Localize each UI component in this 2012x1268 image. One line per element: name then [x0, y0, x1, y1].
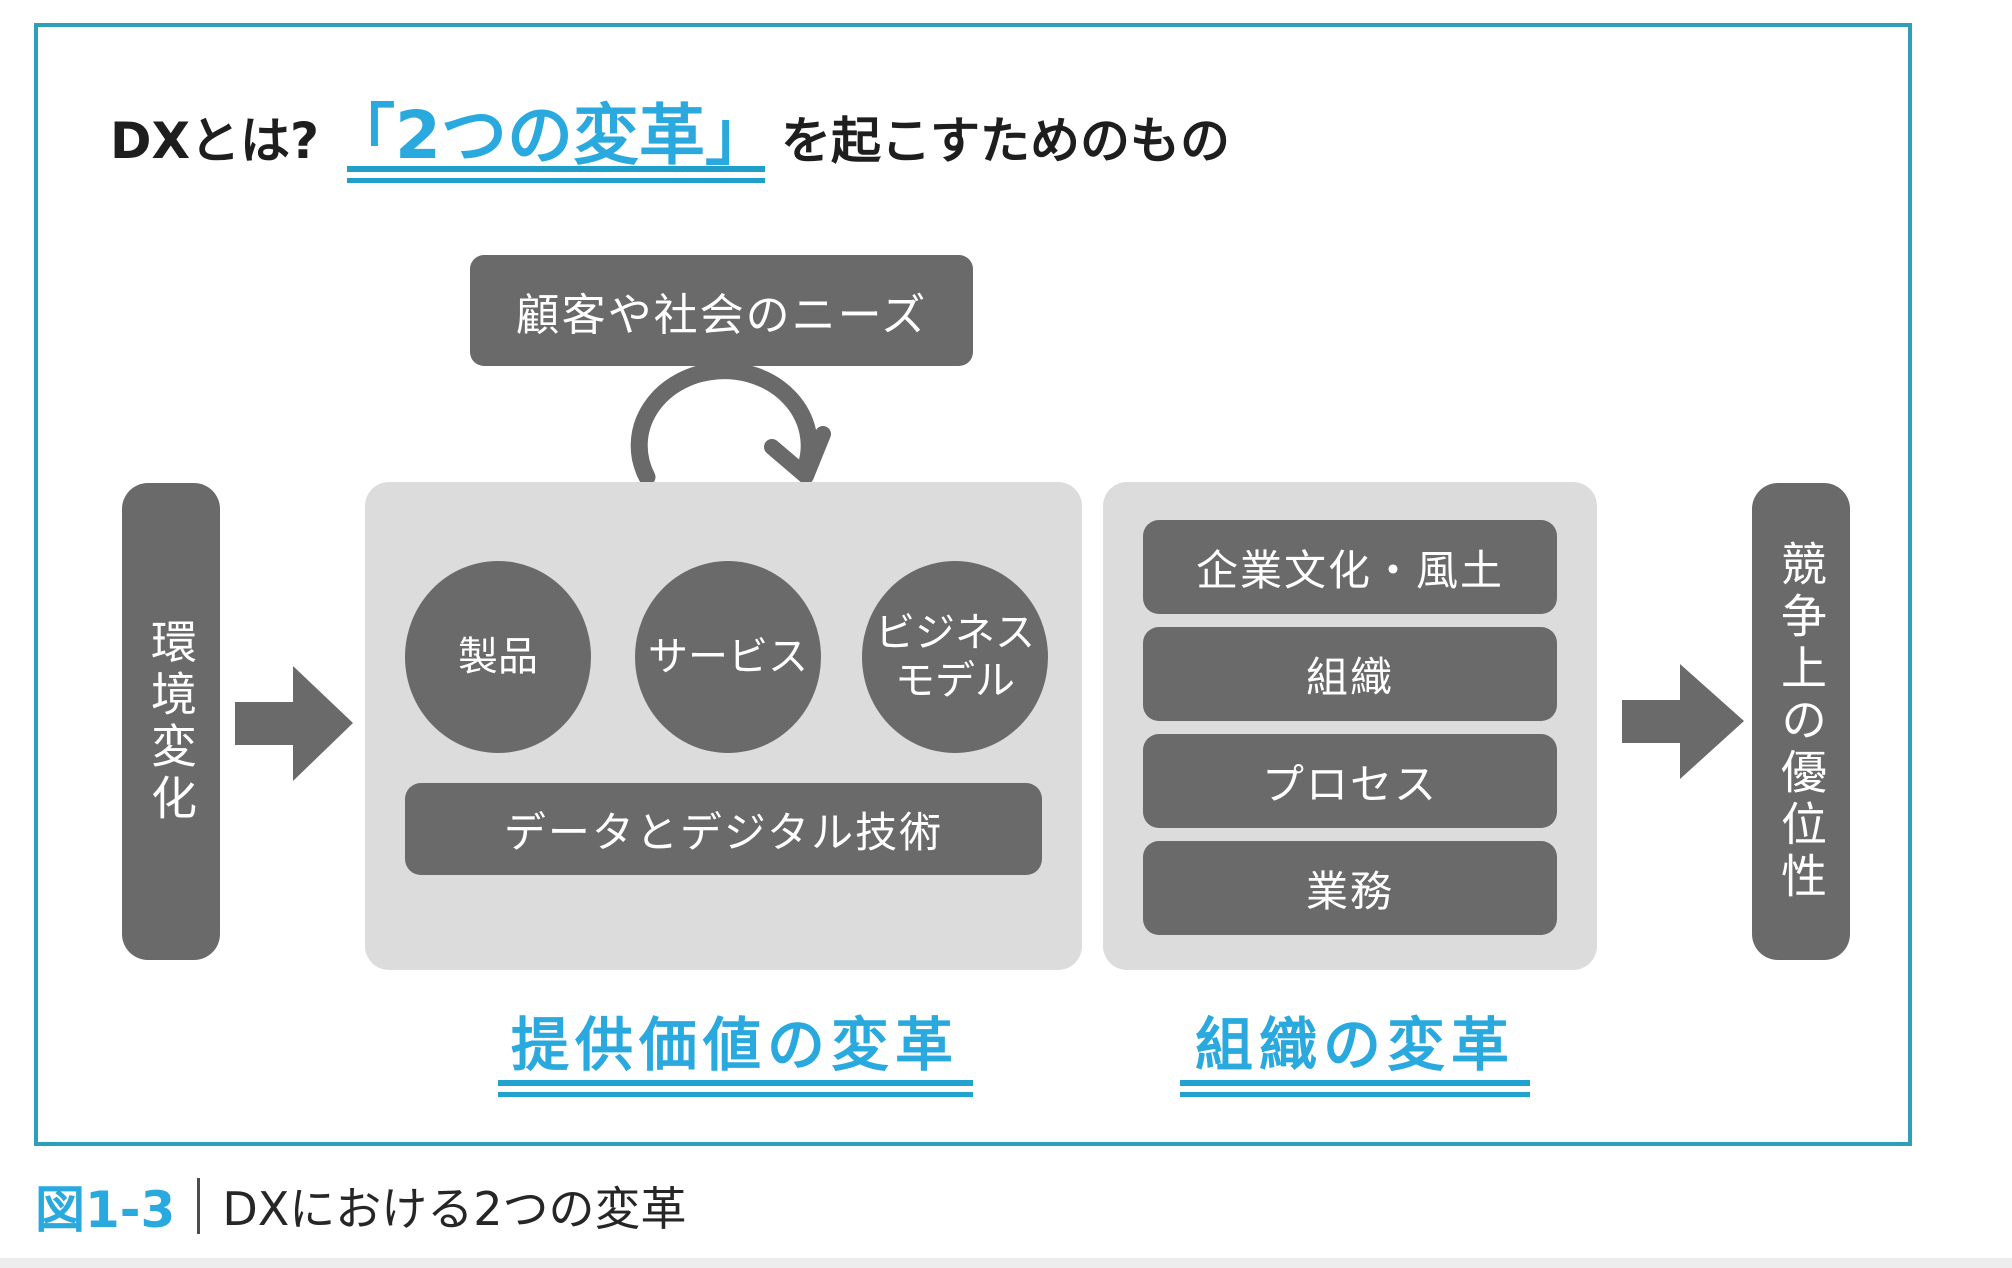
data-digital-tech-box: データとデジタル技術	[405, 783, 1042, 875]
org-panel-caption: 組織の変革	[1194, 1011, 1515, 1079]
value-panel-caption: 提供価値の変革	[510, 1011, 959, 1079]
circle-label-line1: ビジネス	[875, 610, 1035, 656]
org-caption-underline-bottom	[1180, 1092, 1530, 1097]
figure-caption: 図1-3 DXにおける2つの変革	[35, 1170, 687, 1242]
circle-label: サービス	[648, 634, 808, 680]
title-underline-top	[347, 166, 765, 172]
title-underline-bottom	[347, 178, 765, 183]
value-circle-business-model: ビジネス モデル	[862, 561, 1048, 753]
org-box-organization: 組織	[1143, 627, 1557, 721]
caption-text: DXにおける2つの変革	[222, 1182, 687, 1236]
page-bottom-strip	[0, 1258, 2012, 1268]
org-caption-underline-top	[1180, 1080, 1530, 1086]
figure-title: DXとは? 「2つの変革」 を起こすためのもの	[110, 82, 1230, 178]
org-panel: 企業文化・風土 組織 プロセス 業務	[1103, 482, 1597, 970]
competitive-advantage-bar: 競争上の優位性	[1752, 483, 1850, 960]
needs-box: 顧客や社会のニーズ	[470, 255, 973, 366]
value-circle-service: サービス	[635, 561, 821, 753]
org-box-operations: 業務	[1143, 841, 1557, 935]
value-panel: 製品 サービス ビジネス モデル データとデジタル技術	[365, 482, 1082, 970]
title-prefix: DXとは?	[110, 112, 320, 170]
value-circle-product: 製品	[405, 561, 591, 753]
environment-change-bar: 環境変化	[122, 483, 220, 960]
value-caption-underline-bottom	[498, 1092, 973, 1097]
caption-divider	[197, 1178, 201, 1234]
title-suffix: を起こすためのもの	[781, 112, 1230, 170]
org-box-process: プロセス	[1143, 734, 1557, 828]
circle-label-line2: モデル	[895, 658, 1015, 704]
figure-number: 図1-3	[35, 1181, 176, 1239]
value-caption-underline-top	[498, 1080, 973, 1086]
title-highlight: 「2つの変革」	[329, 97, 771, 174]
org-box-culture: 企業文化・風土	[1143, 520, 1557, 614]
circle-label: 製品	[458, 634, 538, 680]
